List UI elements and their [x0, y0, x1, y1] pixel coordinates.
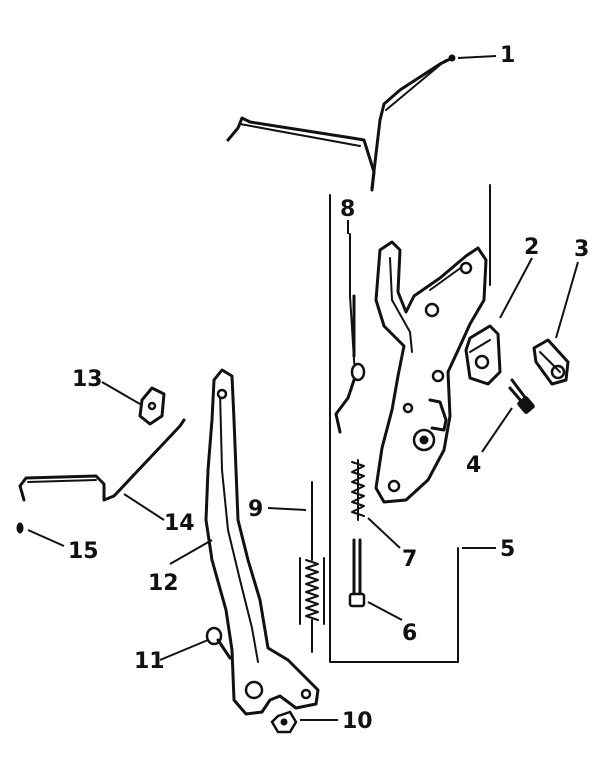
callout-12: 12 [148, 571, 179, 596]
callout-3: 3 [574, 237, 589, 262]
leader-lines [27, 55, 579, 721]
callout-2: 2 [524, 235, 539, 260]
callout-9: 9 [248, 497, 263, 522]
governor-link-rod [226, 54, 456, 192]
callout-8: 8 [340, 197, 355, 222]
choke-link-rod [18, 418, 186, 502]
compression-spring [351, 459, 365, 521]
callout-1: 1 [500, 43, 515, 68]
callout-labels: 1 2 3 4 5 6 7 8 9 10 11 12 13 14 15 [68, 43, 589, 734]
cable-clamp [532, 338, 570, 386]
callout-10: 10 [342, 709, 373, 734]
callout-14: 14 [164, 511, 195, 536]
callout-7: 7 [402, 547, 417, 572]
callout-6: 6 [402, 621, 417, 646]
throttle-lever [204, 368, 320, 716]
extension-spring [299, 481, 325, 653]
control-spring-rod [334, 233, 366, 434]
callout-5: 5 [500, 537, 515, 562]
pivot-pin [205, 626, 232, 660]
bolt [348, 538, 366, 608]
callout-15: 15 [68, 539, 99, 564]
hex-nut [270, 710, 298, 734]
callout-13: 13 [72, 367, 103, 392]
wire-clip [138, 386, 166, 426]
assembly-bracket-outline [329, 184, 491, 663]
callout-4: 4 [466, 453, 481, 478]
bracket-clip [464, 324, 502, 386]
screw [508, 378, 535, 414]
callout-11: 11 [134, 649, 165, 674]
retainer [16, 522, 24, 534]
control-plate [374, 240, 488, 504]
